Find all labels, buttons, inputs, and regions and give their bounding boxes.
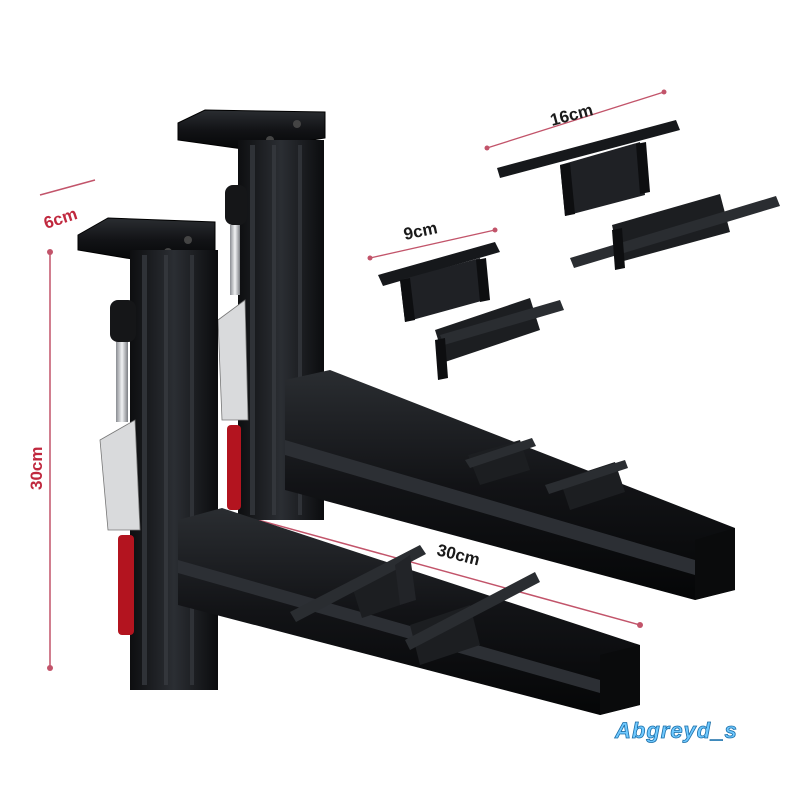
long-bracket-upper [497,120,680,216]
short-bracket-upper [378,242,500,322]
width-measure-line [39,179,96,196]
rear-mount-assembly [177,109,735,600]
long-bracket-measure-line [484,89,667,151]
width-label: 6cm [41,204,79,233]
long-bracket-label: 16cm [548,100,595,130]
arm-length-label: 30cm [435,540,482,569]
front-mount-assembly [77,217,640,715]
watermark-text: Abgreyd_s [614,718,738,743]
height-measure-line [47,249,53,671]
height-label: 30cm [27,447,46,490]
long-bracket-lower [570,194,780,270]
short-bracket-lower [435,298,564,380]
short-bracket-label: 9cm [402,218,439,244]
short-bracket-measure-line [367,227,498,261]
